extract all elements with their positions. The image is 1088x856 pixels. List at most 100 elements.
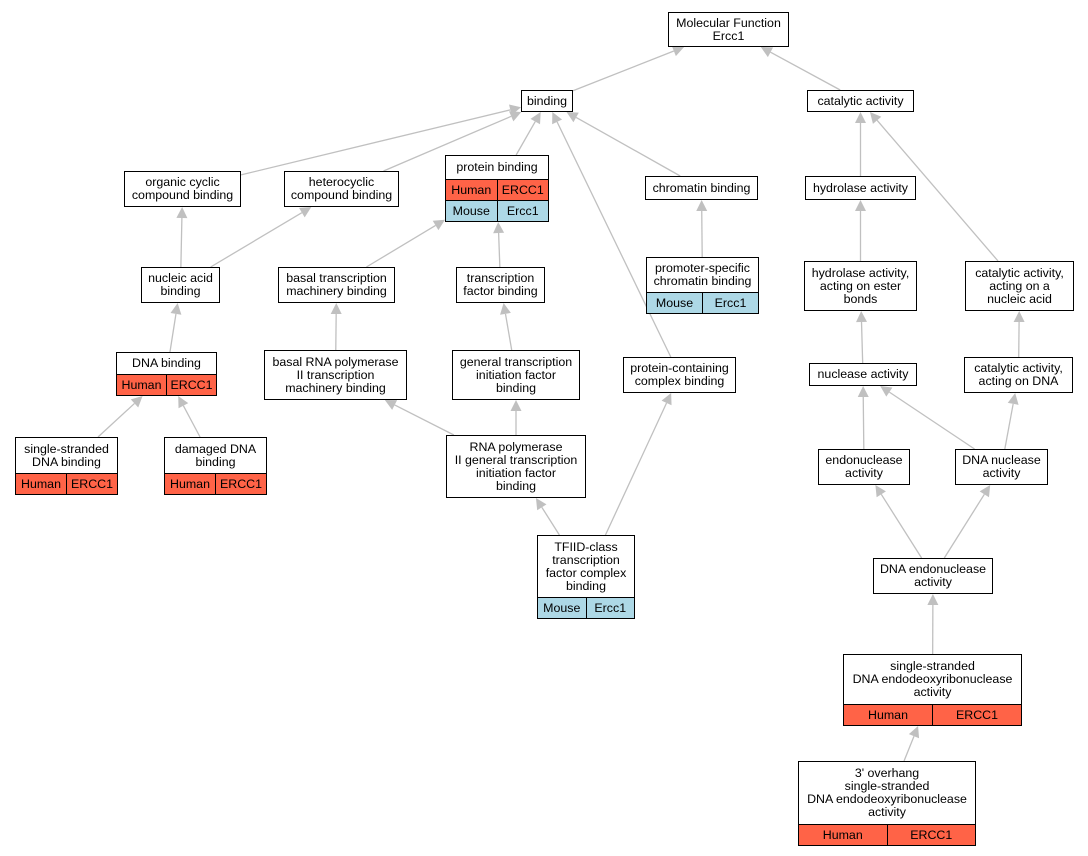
node-dna-binding[interactable]: DNA binding Human ERCC1 xyxy=(116,352,217,396)
annotation-row-human: Human ERCC1 xyxy=(446,179,548,200)
node-protein-containing-complex-binding[interactable]: protein-containing complex binding xyxy=(623,357,736,393)
node-label: damaged DNA binding xyxy=(174,441,257,469)
node-3-overhang-single-stranded-dna-endodeoxyribonuclease-activity[interactable]: 3' overhang single-stranded DNA endodeox… xyxy=(798,761,976,846)
node-organic-cyclic-compound-binding[interactable]: organic cyclic compound binding xyxy=(124,171,241,207)
node-hydrolase-activity-acting-on-ester-bonds[interactable]: hydrolase activity, acting on ester bond… xyxy=(804,261,917,311)
node-tfiid-class-transcription-factor-complex-binding[interactable]: TFIID-class transcription factor complex… xyxy=(537,535,635,619)
edge-nuclease-to-hydester xyxy=(856,311,868,364)
node-label: hydrolase activity xyxy=(812,180,909,195)
edge-tfiid-to-rnapol xyxy=(535,498,560,536)
node-label: single-stranded DNA endodeoxyribonucleas… xyxy=(852,659,1013,699)
edge-dnaendo-to-dnanuc xyxy=(943,485,991,559)
node-heterocyclic-compound-binding[interactable]: heterocyclic compound binding xyxy=(284,171,399,207)
node-label: promoter-specific chromatin binding xyxy=(653,261,752,288)
node-label: RNA polymerase II general transcription … xyxy=(454,439,578,493)
node-label: organic cyclic compound binding xyxy=(131,175,234,202)
node-rna-polymerase-ii-general-transcription-initiation-factor-binding[interactable]: RNA polymerase II general transcription … xyxy=(446,435,586,498)
edge-dnaendo-to-endo xyxy=(875,485,923,559)
node-label: endonuclease activity xyxy=(825,453,903,480)
edge-promoter-to-chromatin xyxy=(696,200,708,258)
edge-dnanuc-to-nuclease xyxy=(880,386,975,450)
species-label: Human xyxy=(121,378,162,392)
node-label: basal RNA polymerase II transcription ma… xyxy=(272,354,399,395)
gene-label: ERCC1 xyxy=(932,705,1021,725)
node-chromatin-binding[interactable]: chromatin binding xyxy=(645,176,758,200)
edge-protcomp-to-binding xyxy=(552,112,672,358)
node-nucleic-acid-binding[interactable]: nucleic acid binding xyxy=(141,267,220,303)
node-endonuclease-activity[interactable]: endonuclease activity xyxy=(818,449,910,485)
edge-binding-to-mf xyxy=(572,45,685,92)
edge-basaltm-to-protein xyxy=(366,219,445,268)
node-catalytic-activity[interactable]: catalytic activity xyxy=(807,90,914,112)
edge-ssdna-to-dnabind xyxy=(97,396,143,438)
edge-dnabind-to-nucleic xyxy=(169,303,182,353)
node-label: protein-containing complex binding xyxy=(630,361,729,388)
node-label: heterocyclic compound binding xyxy=(290,175,393,202)
edge-chromatin-to-binding xyxy=(566,112,681,177)
gene-label: ERCC1 xyxy=(886,825,976,845)
node-label: basal transcription machinery binding xyxy=(286,271,387,298)
node-label: nuclease activity xyxy=(817,367,909,381)
species-label: Mouse xyxy=(452,204,490,218)
edge-nucleic-to-hetero xyxy=(210,207,312,268)
node-label: single-stranded DNA binding xyxy=(24,441,109,469)
node-label: general transcription initiation factor … xyxy=(459,354,573,395)
node-label: Molecular Function Ercc1 xyxy=(676,15,781,43)
node-label: DNA binding xyxy=(132,356,201,370)
edge-hetero-to-binding xyxy=(383,111,522,172)
node-binding[interactable]: binding xyxy=(521,90,573,112)
edge-rnapol-to-gentif xyxy=(510,400,522,435)
species-label: Human xyxy=(868,708,908,722)
edge-protein-to-binding xyxy=(515,112,541,156)
gene-label: ERCC1 xyxy=(166,375,216,395)
edge-hydester-to-hydrolase xyxy=(855,200,866,261)
node-label: catalytic activity, acting on DNA xyxy=(974,361,1063,388)
edge-basalrna-to-basaltm xyxy=(330,303,342,351)
node-general-transcription-initiation-factor-binding[interactable]: general transcription initiation factor … xyxy=(452,350,580,400)
node-label: DNA nuclease activity xyxy=(962,453,1041,480)
node-label: hydrolase activity, acting on ester bond… xyxy=(811,265,910,306)
edge-tfiid-to-protcomp xyxy=(604,393,672,536)
node-label: catalytic activity xyxy=(817,93,904,108)
node-catalytic-activity-acting-on-a-nucleic-acid[interactable]: catalytic activity, acting on a nucleic … xyxy=(965,261,1074,311)
species-label: Human xyxy=(451,183,492,197)
node-transcription-factor-binding[interactable]: transcription factor binding xyxy=(456,267,545,303)
node-catalytic-activity-acting-on-dna[interactable]: catalytic activity, acting on DNA xyxy=(964,357,1073,393)
node-basal-rna-polymerase-ii-transcription-machinery-binding[interactable]: basal RNA polymerase II transcription ma… xyxy=(264,350,407,400)
edge-endo-to-nuclease xyxy=(857,386,869,450)
edge-ssendo-to-dnaendo xyxy=(927,594,939,655)
node-nuclease-activity[interactable]: nuclease activity xyxy=(809,363,917,386)
node-label: DNA endonuclease activity xyxy=(879,562,987,589)
gene-label: ERCC1 xyxy=(66,474,117,494)
node-label: nucleic acid binding xyxy=(148,271,213,298)
node-hydrolase-activity[interactable]: hydrolase activity xyxy=(805,176,916,200)
edge-catalytic-to-mf xyxy=(760,47,841,91)
gene-label: Ercc1 xyxy=(496,201,549,221)
node-label: TFIID-class transcription factor complex… xyxy=(545,539,627,593)
gene-label: ERCC1 xyxy=(496,180,549,200)
node-protein-binding[interactable]: protein binding Human ERCC1 Mouse Ercc1 xyxy=(445,155,549,222)
node-dna-endonuclease-activity[interactable]: DNA endonuclease activity xyxy=(873,558,993,594)
node-molecular-function[interactable]: Molecular Function Ercc1 xyxy=(668,12,789,47)
node-label: protein binding xyxy=(456,160,538,174)
node-dna-nuclease-activity[interactable]: DNA nuclease activity xyxy=(955,449,1048,485)
node-single-stranded-dna-endodeoxyribonuclease-activity[interactable]: single-stranded DNA endodeoxyribonucleas… xyxy=(843,654,1022,726)
annotation-row-mouse: Mouse Ercc1 xyxy=(446,200,548,221)
node-promoter-specific-chromatin-binding[interactable]: promoter-specific chromatin binding Mous… xyxy=(646,257,759,314)
gene-label: Ercc1 xyxy=(702,293,758,313)
edge-rnapol-to-basalrna xyxy=(384,400,455,436)
annotation-row-human: Human ERCC1 xyxy=(799,824,975,845)
edge-hydrolase-to-catalytic xyxy=(855,112,866,176)
node-label: 3' overhang single-stranded DNA endodeox… xyxy=(807,766,967,819)
node-basal-transcription-machinery-binding[interactable]: basal transcription machinery binding xyxy=(278,267,395,303)
species-label: Human xyxy=(822,828,863,842)
gene-label: Ercc1 xyxy=(585,598,635,618)
edge-tfbind-to-protein xyxy=(493,222,505,268)
